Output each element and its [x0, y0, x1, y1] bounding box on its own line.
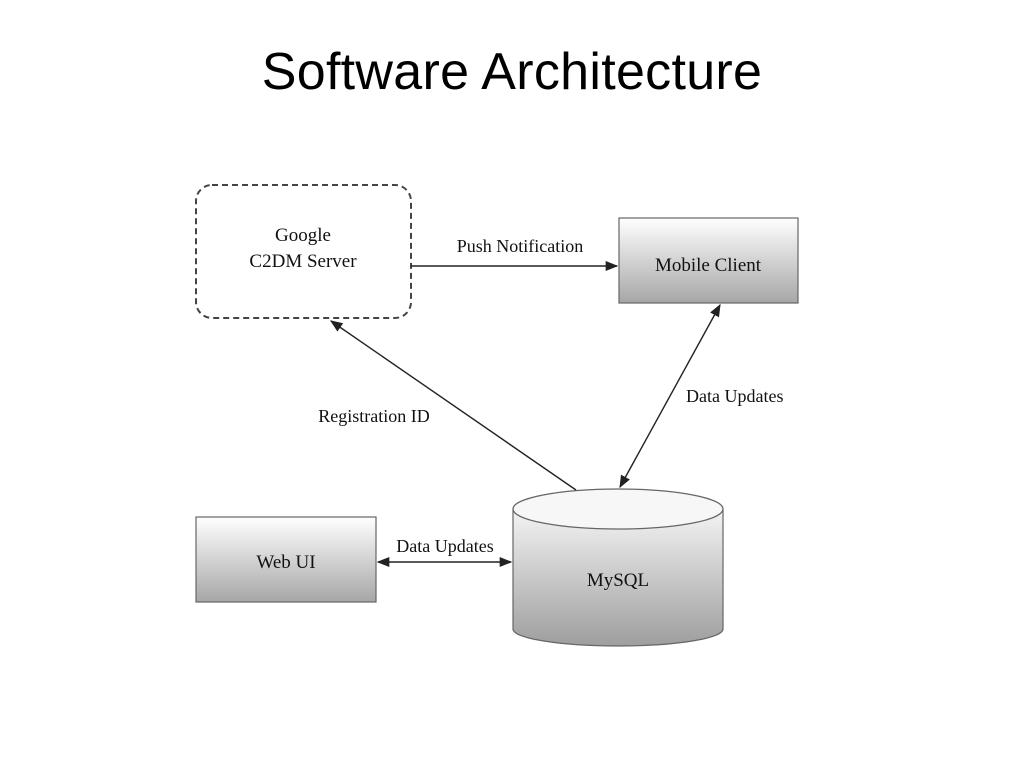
- data-updates-mobile-arrow: [619, 303, 721, 489]
- push-notification-label: Push Notification: [457, 236, 584, 256]
- registration-id-label: Registration ID: [318, 406, 429, 426]
- registration-id-arrow: [329, 320, 577, 491]
- google-node-label-line1: Google: [275, 225, 331, 246]
- mysql-label: MySQL: [587, 570, 649, 591]
- data-updates-web-label: Data Updates: [396, 536, 493, 556]
- web-ui-node: Web UI: [195, 516, 377, 603]
- mobile-client-node: Mobile Client: [618, 217, 799, 304]
- data-updates-mobile-label: Data Updates: [686, 386, 783, 406]
- google-c2dm-server-node: Google C2DM Server: [195, 184, 412, 319]
- mysql-database-node: MySQL: [512, 488, 724, 647]
- web-ui-label: Web UI: [256, 552, 315, 573]
- google-node-label-line2: C2DM Server: [249, 251, 357, 272]
- mobile-client-label: Mobile Client: [655, 255, 762, 276]
- slide-title: Software Architecture: [261, 43, 763, 101]
